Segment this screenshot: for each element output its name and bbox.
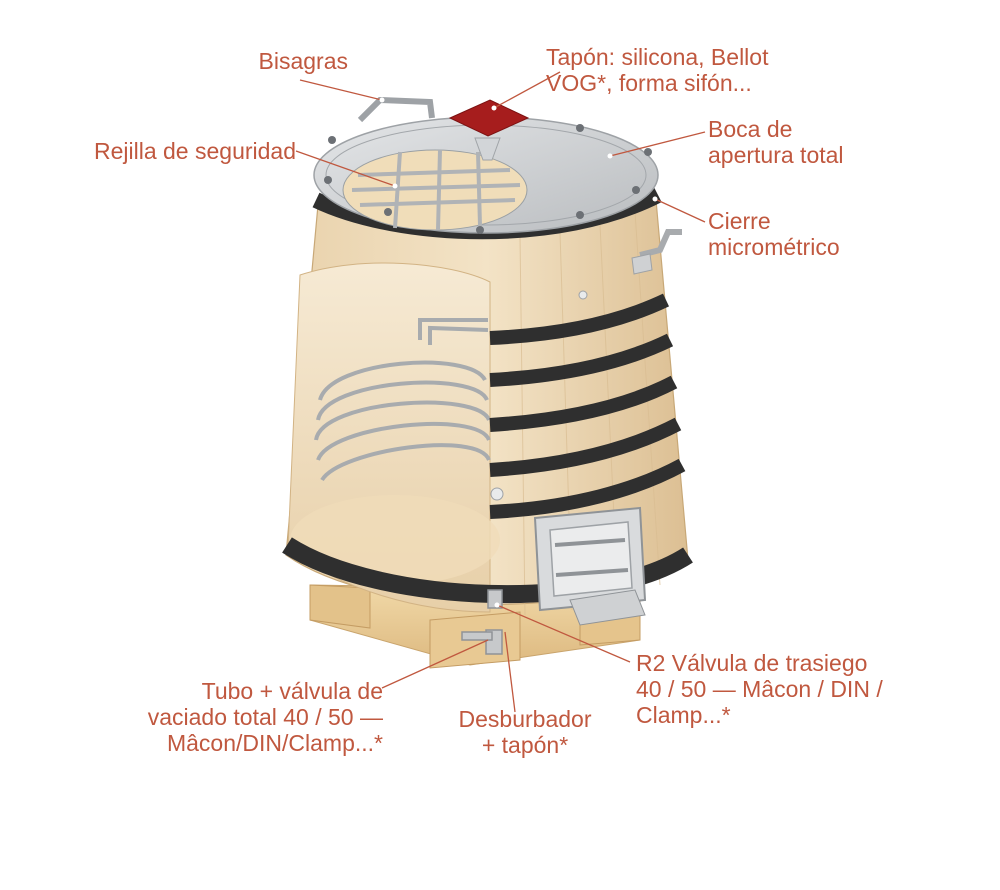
lid-bolts (324, 124, 652, 234)
closure-lever (639, 229, 682, 258)
leader-r2 (496, 604, 631, 663)
label-bisagras: Bisagras (190, 48, 348, 74)
label-desburbador: Desburbador + tapón* (440, 706, 610, 758)
leader-bisagras (299, 79, 383, 101)
label-cierre-line-2: micrométrico (708, 234, 840, 260)
label-cierre-line-1: Cierre (708, 208, 771, 234)
label-tubo-line-1: Tubo + válvula de (201, 678, 383, 704)
label-r2-valve: R2 Válvula de trasiego 40 / 50 — Mâcon /… (636, 650, 883, 728)
label-boca-line-2: apertura total (708, 142, 844, 168)
label-tapon-line-2: VOG*, forma sifón... (546, 70, 752, 96)
label-tapon-line-1: Tapón: silicona, Bellot (546, 44, 769, 70)
leader-rejilla (295, 150, 396, 187)
leader-desburbador (504, 631, 516, 713)
label-bisagras-line-1: Bisagras (258, 48, 348, 74)
label-desburbador-line-2: + tapón* (481, 732, 569, 758)
label-r2-line-3: Clamp...* (636, 702, 731, 728)
leader-tapon (493, 71, 561, 109)
label-boca: Boca de apertura total (708, 116, 844, 168)
label-boca-line-1: Boca de (708, 116, 793, 142)
leader-dots (379, 97, 658, 608)
label-tapon: Tapón: silicona, Bellot VOG*, forma sifó… (546, 44, 768, 96)
leader-lines (295, 71, 706, 713)
label-tubo-valvula: Tubo + válvula de vaciado total 40 / 50 … (100, 678, 383, 756)
leader-tubo (381, 639, 489, 689)
label-rejilla-line-1: Rejilla de seguridad (93, 138, 296, 164)
manway-door (533, 506, 647, 626)
label-cierre: Cierre micrométrico (708, 208, 840, 260)
label-desburbador-line-1: Desburbador (458, 706, 592, 732)
label-r2-line-2: 40 / 50 — Mâcon / DIN / (636, 676, 883, 702)
leader-cierre (654, 198, 706, 223)
cooling-coil (314, 318, 491, 482)
label-tubo-line-3: Mâcon/DIN/Clamp...* (166, 730, 383, 756)
hinge-handle (357, 96, 435, 123)
label-r2-line-1: R2 Válvula de trasiego (636, 650, 868, 676)
label-tubo-line-2: vaciado total 40 / 50 — (147, 704, 383, 730)
barrel-hoops (489, 293, 686, 519)
sample-valve (490, 487, 504, 501)
leader-boca (609, 131, 706, 157)
closure-bracket (631, 253, 653, 275)
safety-grid-bars (351, 149, 521, 231)
thermometer-port (578, 290, 588, 300)
bung-plug (448, 99, 530, 161)
label-rejilla: Rejilla de seguridad (40, 138, 296, 164)
